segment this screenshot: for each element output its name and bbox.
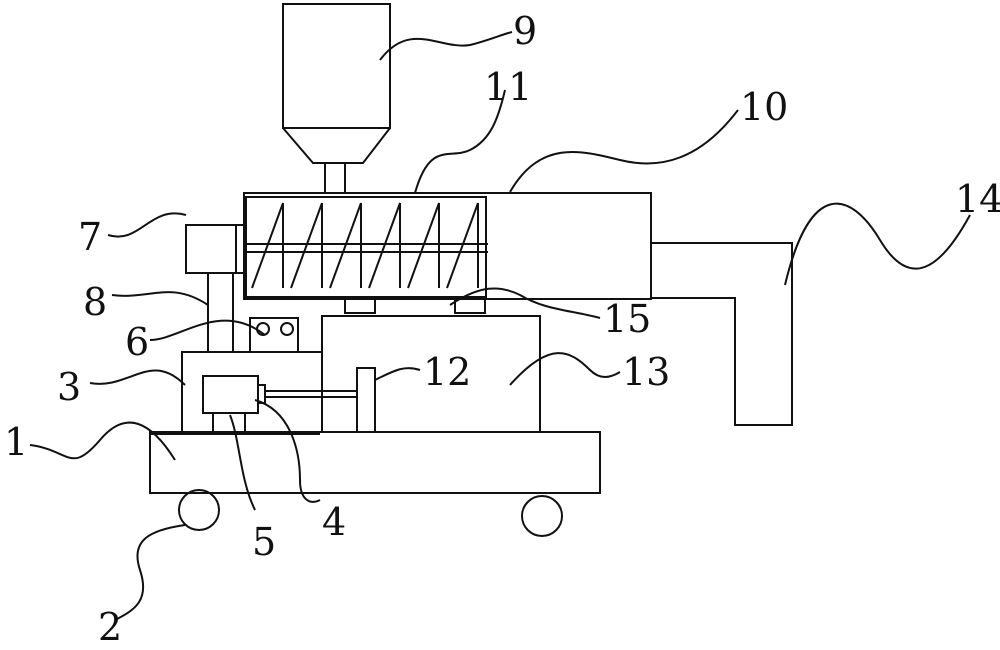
wheel-left <box>178 489 220 531</box>
label-12: 12 <box>423 350 471 394</box>
motor-mount <box>212 412 246 433</box>
base-frame <box>149 431 601 494</box>
stir-motor <box>202 375 357 414</box>
screw-flights <box>251 202 479 289</box>
part-labels: 9 11 10 14 7 8 15 6 3 12 13 1 4 5 2 <box>4 9 1000 649</box>
wheel-right <box>521 495 563 537</box>
label-14: 14 <box>955 177 1000 221</box>
label-9: 9 <box>513 9 537 53</box>
label-5: 5 <box>252 520 276 564</box>
label-7: 7 <box>78 215 102 259</box>
stirrer-paddle <box>356 367 376 433</box>
discharge-ports <box>344 298 486 314</box>
label-13: 13 <box>622 350 670 394</box>
label-2: 2 <box>98 605 122 645</box>
label-10: 10 <box>740 85 788 129</box>
leader-lines <box>29 31 971 621</box>
screw-barrel <box>243 192 652 300</box>
hopper <box>282 3 391 194</box>
label-4: 4 <box>322 500 346 544</box>
control-box <box>249 317 299 353</box>
label-3: 3 <box>57 365 81 409</box>
label-1: 1 <box>4 420 28 464</box>
outlet-pipe <box>651 242 793 426</box>
label-6: 6 <box>125 320 149 364</box>
label-11: 11 <box>484 65 532 109</box>
label-15: 15 <box>603 297 651 341</box>
drive-motor <box>185 224 245 274</box>
support-post <box>207 273 234 352</box>
label-8: 8 <box>83 280 107 324</box>
